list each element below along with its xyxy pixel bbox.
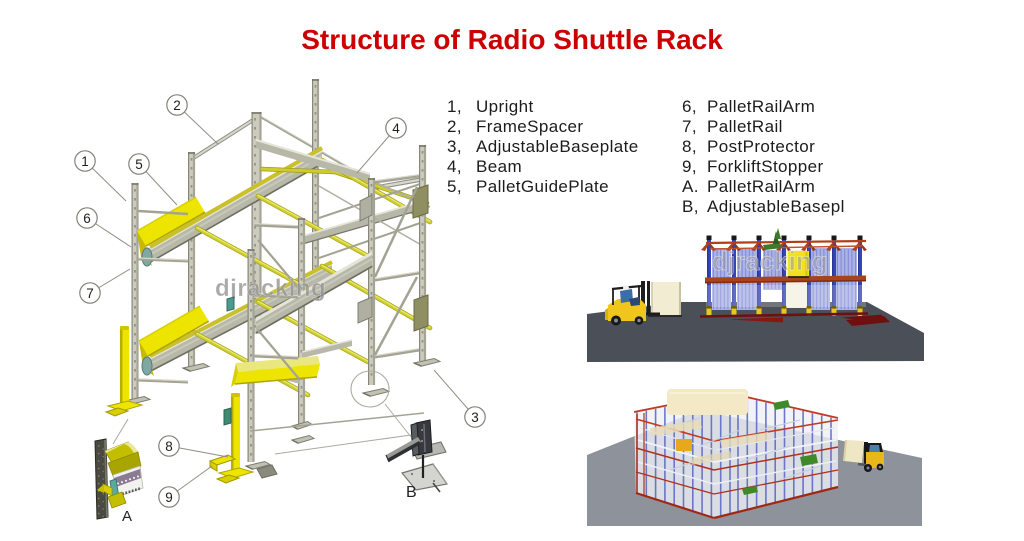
svg-text:5: 5 xyxy=(135,157,143,172)
svg-text:djracking: djracking xyxy=(712,246,828,276)
svg-text:7: 7 xyxy=(86,286,94,301)
svg-text:6: 6 xyxy=(83,211,91,226)
svg-text:3: 3 xyxy=(471,410,479,425)
svg-text:4: 4 xyxy=(392,121,400,136)
svg-text:1: 1 xyxy=(81,154,89,169)
svg-text:2: 2 xyxy=(173,98,181,113)
svg-text:8: 8 xyxy=(165,439,173,454)
svg-text:9: 9 xyxy=(165,490,173,505)
svg-text:A: A xyxy=(122,508,132,525)
svg-text:B: B xyxy=(406,484,417,501)
